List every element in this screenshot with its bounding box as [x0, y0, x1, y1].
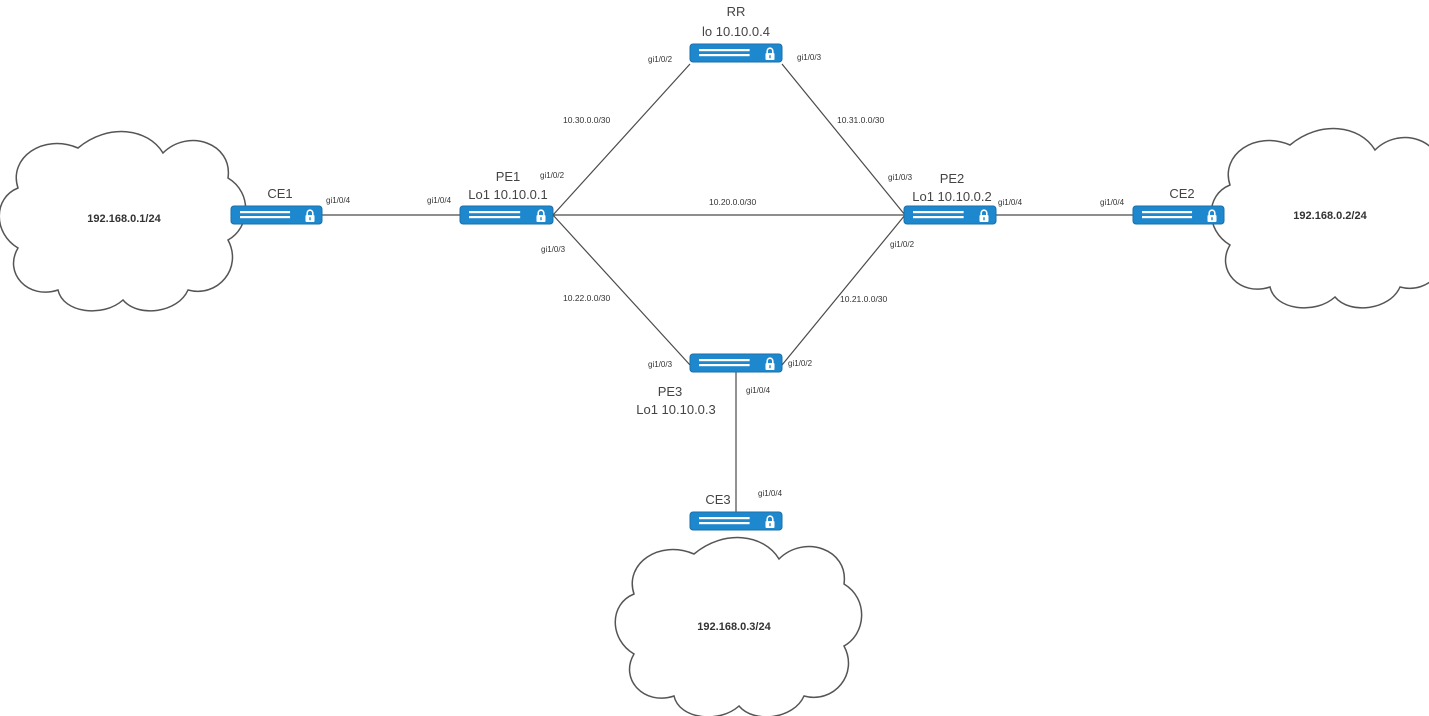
router-bar: [240, 211, 291, 214]
lock-icon: [1207, 209, 1217, 222]
ce1-name-label: CE1: [267, 186, 292, 201]
pe1-loopback-label: Lo1 10.10.0.1: [468, 187, 548, 202]
pe3-name-label: PE3: [658, 384, 683, 399]
cloud2-label: 192.168.0.2/24: [1293, 210, 1367, 222]
lock-icon: [536, 209, 546, 222]
router-bar: [699, 364, 750, 367]
router-lock-icon: [689, 353, 783, 373]
pe1-name-label: PE1: [496, 169, 521, 184]
port-label-rr-gi1-0-2: gi1/0/2: [648, 55, 673, 64]
ce2-name-label: CE2: [1169, 186, 1194, 201]
port-label-ce2-gi1-0-4: gi1/0/4: [1100, 198, 1125, 207]
router-bar: [699, 54, 750, 57]
lock-icon: [979, 209, 989, 222]
cloud1: 192.168.0.1/24: [0, 130, 247, 312]
port-label-ce3-gi1-0-4: gi1/0/4: [758, 489, 783, 498]
router-lock-icon: [1132, 205, 1225, 225]
subnet-label-pe2-pe3: 10.21.0.0/30: [840, 294, 888, 304]
router-bar: [240, 216, 291, 219]
router-bar: [699, 517, 750, 520]
link-pe1-pe3: [552, 214, 691, 366]
router-bar: [699, 359, 750, 362]
subnet-label-pe1-pe3: 10.22.0.0/30: [563, 293, 611, 303]
router-pe2[interactable]: [903, 205, 997, 225]
router-pe3[interactable]: [689, 353, 783, 373]
router-lock-icon: [689, 43, 783, 63]
links-layer: [322, 63, 1133, 514]
router-bar: [469, 211, 521, 214]
lock-icon: [765, 47, 775, 60]
subnet-label-pe1-rr: 10.30.0.0/30: [563, 115, 611, 125]
clouds-layer: 192.168.0.1/24 192.168.0.2/24 192.168.0.…: [0, 127, 1429, 716]
router-bar: [913, 211, 964, 214]
pe2-loopback-label: Lo1 10.10.0.2: [912, 189, 992, 204]
port-label-pe2-gi1-0-4: gi1/0/4: [998, 198, 1023, 207]
pe3-loopback-label: Lo1 10.10.0.3: [636, 402, 716, 417]
link-pe2-pe3: [781, 214, 906, 366]
port-label-pe2-gi1-0-2: gi1/0/2: [890, 240, 915, 249]
cloud3: 192.168.0.3/24: [614, 536, 863, 716]
link-rr-pe2: [781, 63, 906, 216]
port-label-rr-gi1-0-3: gi1/0/3: [797, 53, 822, 62]
router-bar: [469, 216, 521, 219]
router-bar: [699, 49, 750, 52]
router-ce3[interactable]: [689, 511, 783, 531]
router-lock-icon: [230, 205, 323, 225]
router-rr[interactable]: [689, 43, 783, 63]
router-bar: [913, 216, 964, 219]
pe2-name-label: PE2: [940, 171, 965, 186]
lock-icon: [765, 357, 775, 370]
port-label-pe3-gi1-0-2: gi1/0/2: [788, 359, 813, 368]
link-pe1-rr: [552, 63, 691, 216]
subnet-label-pe1-pe2: 10.20.0.0/30: [709, 197, 757, 207]
subnet-label-rr-pe2: 10.31.0.0/30: [837, 115, 885, 125]
router-bar: [699, 522, 750, 525]
subnet-labels: 10.30.0.0/30 10.31.0.0/30 10.20.0.0/30 1…: [563, 115, 888, 304]
cloud2: 192.168.0.2/24: [1210, 127, 1429, 309]
router-bar: [1142, 216, 1193, 219]
devices-layer: [230, 43, 1225, 531]
ce3-name-label: CE3: [705, 492, 730, 507]
router-ce1[interactable]: [230, 205, 323, 225]
port-label-pe1-gi1-0-2: gi1/0/2: [540, 171, 565, 180]
port-labels: gi1/0/4 gi1/0/4 gi1/0/2 gi1/0/2 gi1/0/3 …: [326, 53, 1125, 498]
router-lock-icon: [459, 205, 554, 225]
router-lock-icon: [903, 205, 997, 225]
port-label-pe2-gi1-0-3: gi1/0/3: [888, 173, 913, 182]
cloud1-label: 192.168.0.1/24: [87, 213, 161, 225]
device-labels: RR lo 10.10.0.4 PE1 Lo1 10.10.0.1 PE2 Lo…: [267, 4, 1194, 507]
rr-loopback-label: lo 10.10.0.4: [702, 24, 770, 39]
router-ce2[interactable]: [1132, 205, 1225, 225]
port-label-pe1-gi1-0-4: gi1/0/4: [427, 196, 452, 205]
port-label-pe3-gi1-0-4: gi1/0/4: [746, 386, 771, 395]
router-pe1[interactable]: [459, 205, 554, 225]
port-label-ce1-gi1-0-4: gi1/0/4: [326, 196, 351, 205]
lock-icon: [305, 209, 315, 222]
lock-icon: [765, 515, 775, 528]
router-lock-icon: [689, 511, 783, 531]
rr-name-label: RR: [727, 4, 746, 19]
router-bar: [1142, 211, 1193, 214]
cloud3-label: 192.168.0.3/24: [697, 621, 771, 633]
port-label-pe1-gi1-0-3: gi1/0/3: [541, 245, 566, 254]
port-label-pe3-gi1-0-3: gi1/0/3: [648, 360, 673, 369]
